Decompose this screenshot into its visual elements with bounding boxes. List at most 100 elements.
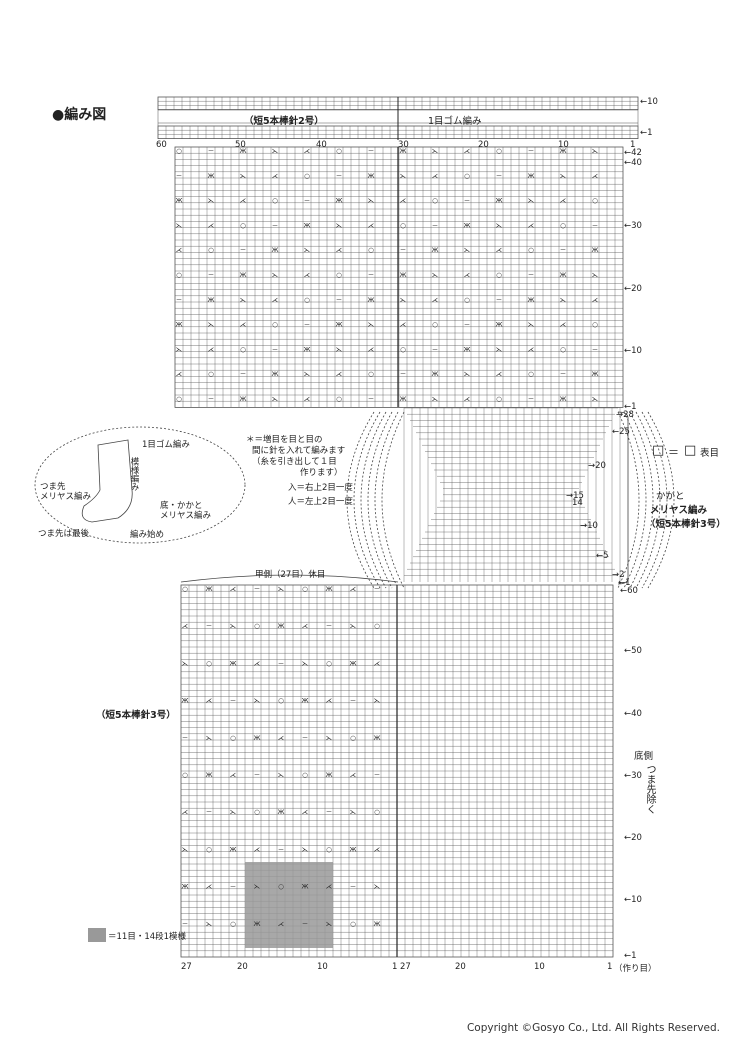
svg-text:－: － <box>560 370 567 378</box>
svg-text:⋌: ⋌ <box>240 321 247 329</box>
svg-text:Ж: Ж <box>399 395 406 403</box>
svg-text:Ж: Ж <box>325 771 332 779</box>
svg-text:－: － <box>302 920 309 928</box>
foot-col-10b: 10 <box>534 962 545 972</box>
heel-row-25: ←25 <box>612 427 630 437</box>
svg-text:－: － <box>182 734 189 742</box>
svg-text:⋌: ⋌ <box>560 197 567 205</box>
foot-col-27a: 27 <box>181 962 192 972</box>
leg-row-20: ←20 <box>624 284 642 294</box>
svg-text:Ж: Ж <box>527 296 534 304</box>
svg-text:⋋: ⋋ <box>374 697 381 705</box>
svg-text:Ж: Ж <box>495 197 502 205</box>
heel-row-20: →20 <box>588 461 606 471</box>
svg-text:－: － <box>208 271 215 279</box>
svg-text:Ж: Ж <box>175 321 182 329</box>
svg-text:－: － <box>254 771 261 779</box>
svg-text:⋋: ⋋ <box>208 197 215 205</box>
foot-col-20a: 20 <box>237 962 248 972</box>
leg-row-10: ←10 <box>624 346 642 356</box>
svg-text:⋋: ⋋ <box>464 246 471 254</box>
svg-text:－: － <box>464 321 471 329</box>
heel-row-2: →2 <box>612 570 625 580</box>
svg-text:Ж: Ж <box>277 808 284 816</box>
svg-text:⋋: ⋋ <box>182 845 189 853</box>
svg-text:○: ○ <box>464 172 470 180</box>
svg-text:○: ○ <box>464 296 470 304</box>
svg-text:－: － <box>560 246 567 254</box>
heel-stitch-60: ←60 <box>620 586 638 596</box>
svg-text:Ж: Ж <box>335 321 342 329</box>
svg-text:○: ○ <box>560 345 566 353</box>
svg-text:○: ○ <box>528 246 534 254</box>
foot-col-20b: 20 <box>455 962 466 972</box>
svg-text:○: ○ <box>528 370 534 378</box>
svg-text:○: ○ <box>400 221 406 229</box>
svg-text:－: － <box>350 883 357 891</box>
svg-text:－: － <box>528 271 535 279</box>
svg-text:Ж: Ж <box>335 197 342 205</box>
svg-text:⋋: ⋋ <box>240 296 247 304</box>
sock-label-toe-stitch: メリヤス編み <box>40 492 92 502</box>
svg-text:○: ○ <box>304 296 310 304</box>
svg-text:－: － <box>464 197 471 205</box>
heel-stitch-label: メリヤス編み <box>650 505 708 516</box>
svg-text:⋌: ⋌ <box>272 172 279 180</box>
svg-text:Ж: Ж <box>239 271 246 279</box>
svg-text:－: － <box>374 585 381 593</box>
svg-text:－: － <box>254 585 261 593</box>
svg-text:－: － <box>176 296 183 304</box>
svg-text:⋋: ⋋ <box>350 808 357 816</box>
ribbing-col-40: 40 <box>316 140 327 150</box>
copyright: Copyright ©Gosyo Co., Ltd. All Rights Re… <box>466 1022 720 1034</box>
ribbing-col-30: 30 <box>398 140 409 150</box>
svg-text:－: － <box>528 395 535 403</box>
svg-text:○: ○ <box>368 246 374 254</box>
svg-text:○: ○ <box>304 172 310 180</box>
heel-row-28: →28 <box>616 410 634 420</box>
ribbing-col-20: 20 <box>478 140 489 150</box>
svg-text:⋌: ⋌ <box>368 345 375 353</box>
svg-text:－: － <box>374 771 381 779</box>
ribbing-row-1: ←1 <box>640 128 653 138</box>
heel-row-1: ←1 <box>618 578 631 588</box>
svg-text:⋌: ⋌ <box>176 370 183 378</box>
svg-text:⋋: ⋋ <box>254 697 261 705</box>
svg-text:○: ○ <box>350 920 356 928</box>
note-line-1: ＊＝増目を目と目の <box>246 435 323 445</box>
ribbing-pattern-label: 1目ゴム編み <box>428 116 482 127</box>
svg-text:⋌: ⋌ <box>326 697 333 705</box>
chart-grids <box>157 96 639 958</box>
legend-equals: ＝ <box>668 446 679 459</box>
svg-text:－: － <box>528 147 535 155</box>
svg-text:⋌: ⋌ <box>254 845 261 853</box>
svg-text:－: － <box>182 920 189 928</box>
svg-text:⋋: ⋋ <box>206 920 213 928</box>
svg-text:○: ○ <box>230 734 236 742</box>
heel-grid <box>403 407 621 582</box>
leg-row-40: ←40 <box>624 158 642 168</box>
svg-text:⋋: ⋋ <box>302 659 309 667</box>
svg-text:Ж: Ж <box>207 172 214 180</box>
ribbing-needle-label: （短5本棒針2号） <box>244 116 324 127</box>
svg-text:○: ○ <box>272 197 278 205</box>
svg-text:Ж: Ж <box>431 370 438 378</box>
svg-text:－: － <box>496 172 503 180</box>
svg-text:○: ○ <box>432 321 438 329</box>
svg-text:○: ○ <box>278 883 284 891</box>
svg-text:Ж: Ж <box>463 221 470 229</box>
svg-text:－: － <box>400 370 407 378</box>
legend-left-decrease: 人＝左上2目一度 <box>288 497 353 507</box>
svg-text:⋌: ⋌ <box>432 296 439 304</box>
svg-text:○: ○ <box>336 271 342 279</box>
svg-text:⋌: ⋌ <box>254 659 261 667</box>
sock-label-sole-stitch: メリヤス編み <box>160 511 212 521</box>
svg-text:－: － <box>496 296 503 304</box>
note-line-2: 間に針を入れて編みます <box>252 446 346 456</box>
svg-text:⋌: ⋌ <box>560 321 567 329</box>
pattern-repeat-block <box>245 862 333 948</box>
foot-row-50: ←50 <box>624 646 642 656</box>
svg-text:－: － <box>302 734 309 742</box>
svg-text:－: － <box>272 345 279 353</box>
svg-text:Ж: Ж <box>349 659 356 667</box>
